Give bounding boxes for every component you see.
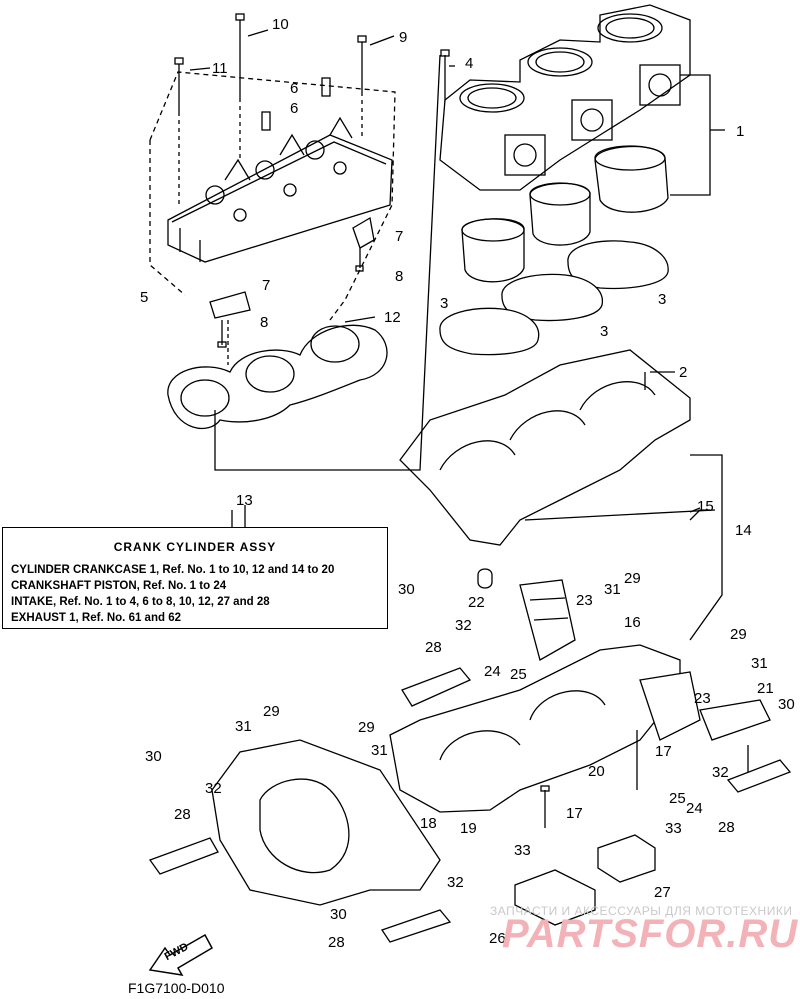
callout-29: 29: [358, 719, 375, 736]
cylinder-head: [167, 116, 393, 263]
callout-31: 31: [604, 581, 621, 598]
callout-14: 14: [735, 522, 752, 539]
callout-18: 18: [420, 815, 437, 832]
upper-crankcase: [399, 349, 691, 546]
callout-15: 15: [697, 498, 714, 515]
info-line-intake: INTAKE, Ref. No. 1 to 4, 6 to 8, 10, 12,…: [11, 596, 270, 608]
info-line-crankshaft-piston: CRANKSHAFT PISTON, Ref. No. 1 to 24: [11, 580, 227, 592]
callout-31: 31: [235, 718, 252, 735]
callout-25: 25: [510, 666, 527, 683]
callout-31: 31: [751, 655, 768, 672]
callout-30: 30: [330, 906, 347, 923]
callout-24: 24: [686, 800, 703, 817]
callout-3: 3: [440, 295, 448, 312]
callout-9: 9: [399, 29, 407, 46]
fwd-arrow: [148, 933, 214, 976]
callout-28: 28: [425, 639, 442, 656]
callout-29: 29: [624, 570, 641, 587]
callout-21: 21: [757, 680, 774, 697]
callout-32: 32: [455, 617, 472, 634]
callout-16: 16: [624, 614, 641, 631]
callout-8: 8: [260, 314, 268, 331]
callout-29: 29: [263, 703, 280, 720]
callout-27: 27: [654, 884, 671, 901]
callout-8: 8: [395, 268, 403, 285]
callout-10: 10: [272, 16, 289, 33]
callout-28: 28: [174, 806, 191, 823]
callout-5: 5: [140, 289, 148, 306]
callout-7: 7: [395, 228, 403, 245]
callout-32: 32: [712, 764, 729, 781]
callout-6: 6: [290, 80, 298, 97]
watermark-logo: PARTSFOR.RU: [502, 912, 799, 956]
callout-28: 28: [328, 934, 345, 951]
callout-labels: 1 2 3 3 3 4 5 6 6 7 7 8 8 9 10 11 12 13 …: [140, 16, 795, 951]
callout-31: 31: [371, 742, 388, 759]
callout-33: 33: [514, 842, 531, 859]
info-box-title: CRANK CYLINDER ASSY: [113, 540, 277, 554]
head-bolts: [174, 13, 450, 205]
callout-12: 12: [384, 309, 401, 326]
callout-3: 3: [658, 291, 666, 308]
callout-33: 33: [665, 820, 682, 837]
callout-17: 17: [566, 805, 583, 822]
callout-32: 32: [447, 874, 464, 891]
callout-32: 32: [205, 780, 222, 797]
pistons: [461, 145, 669, 283]
side-cover: [211, 739, 441, 906]
callout-7: 7: [262, 277, 270, 294]
callout-3: 3: [600, 323, 608, 340]
callout-11: 11: [212, 60, 228, 77]
callout-29: 29: [730, 626, 747, 643]
figure-code: F1G7100-D010: [128, 980, 225, 996]
callout-24: 24: [484, 663, 501, 680]
callout-1: 1: [736, 123, 744, 140]
callout-30: 30: [398, 581, 415, 598]
callout-13: 13: [236, 492, 253, 509]
callout-25: 25: [669, 790, 686, 807]
callout-4: 4: [465, 55, 473, 72]
watermark-caption: ЗАПЧАСТИ И АКСЕССУАРЫ ДЛЯ МОТОТЕХНИКИ: [490, 904, 793, 918]
callout-26: 26: [489, 930, 506, 947]
callout-2: 2: [679, 364, 687, 381]
callout-23: 23: [694, 690, 711, 707]
callout-20: 20: [588, 763, 605, 780]
callout-19: 19: [460, 820, 477, 837]
info-line-exhaust: EXHAUST 1, Ref. No. 61 and 62: [11, 612, 181, 624]
cylinder-block: [439, 4, 691, 191]
head-group-outline: [149, 71, 396, 321]
callout-17: 17: [655, 743, 672, 760]
callout-23: 23: [576, 592, 593, 609]
assembly-info-box: CRANK CYLINDER ASSY CYLINDER CRANKCASE 1…: [2, 527, 388, 629]
head-gasket: [167, 324, 388, 429]
callout-6: 6: [290, 100, 298, 117]
callout-30: 30: [145, 748, 162, 765]
callout-30: 30: [778, 696, 795, 713]
callout-28: 28: [718, 819, 735, 836]
callout-22: 22: [468, 594, 485, 611]
info-line-cylinder-crankcase: CYLINDER CRANKCASE 1, Ref. No. 1 to 10, …: [11, 564, 335, 576]
